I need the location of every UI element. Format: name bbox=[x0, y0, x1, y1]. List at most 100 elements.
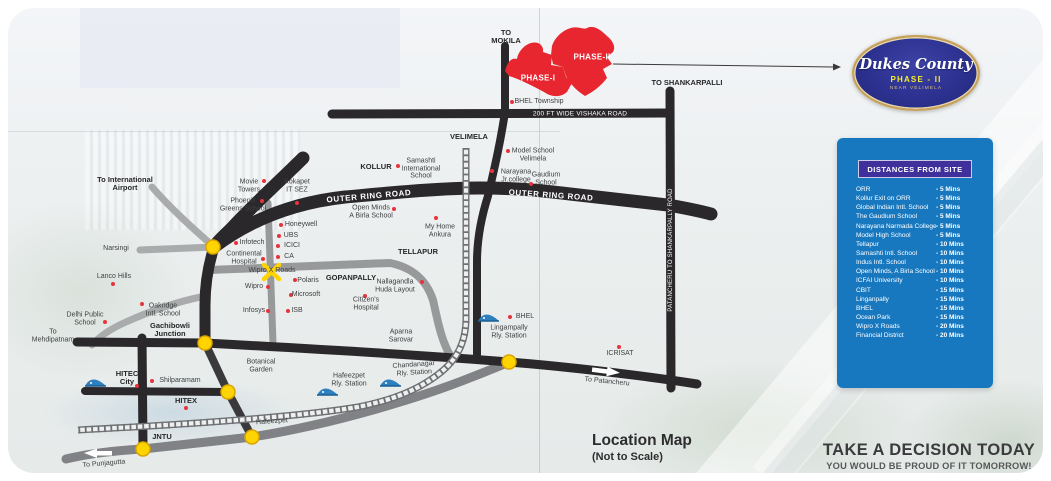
icrisat-label: ICRISAT bbox=[606, 350, 634, 358]
tellapur-label: TELLAPUR bbox=[398, 246, 438, 256]
distance-row: ICFAI University- 10 Mins bbox=[856, 276, 985, 285]
phase1-label: PHASE-I bbox=[520, 73, 556, 83]
junction-dot bbox=[205, 239, 221, 255]
distance-row: Wipro X Roads - 20 Mins bbox=[856, 322, 985, 331]
vishaka-road-label: 200 FT WIDE VISHAKA ROAD bbox=[532, 110, 628, 118]
landmark-dot bbox=[617, 345, 621, 349]
to-shankarpalli-label: TO SHANKARPALLI bbox=[651, 77, 723, 87]
landmark-dot bbox=[396, 164, 400, 168]
distance-row: Kollur Exit on ORR - 5 Mins bbox=[856, 194, 985, 203]
open-minds-label: Open Minds A Birla School bbox=[349, 204, 393, 219]
patancheru-direction-arrow bbox=[591, 366, 620, 377]
ca-label: CA bbox=[284, 253, 294, 261]
distance-row: The Gaudium School- 5 Mins bbox=[856, 212, 985, 221]
distance-time: - 15 Mins bbox=[936, 304, 964, 312]
delhi-public-school-label: Delhi Public School bbox=[66, 311, 104, 326]
narayana-jr-college-label: Narayana Jr.college bbox=[500, 168, 532, 183]
my-home-ankura-label: My Home Ankura bbox=[425, 223, 455, 238]
lingampally-station-label: Lingampally Rly. Station bbox=[490, 324, 528, 339]
velimela-label: VELIMELA bbox=[450, 131, 488, 141]
continental-hospital-label: Continental Hospital bbox=[226, 250, 262, 265]
distance-place: CBIT bbox=[856, 286, 871, 294]
citizens-hospital-label: Citizen's Hospital bbox=[352, 296, 380, 311]
distance-row: Open Minds, A Birla School- 10 Mins bbox=[856, 267, 985, 276]
distances-panel-header: DISTANCES FROM SITE bbox=[858, 160, 972, 178]
to-mokila-label: TO MOKILA bbox=[491, 27, 521, 45]
project-logo: Dukes County PHASE - II NEAR VELIMELA bbox=[852, 35, 980, 111]
junction-dot bbox=[197, 335, 213, 351]
distance-time: - 10 Mins bbox=[936, 259, 964, 267]
oakridge-label: Oakridge Intl. School bbox=[145, 302, 181, 317]
distance-place: Wipro X Roads bbox=[856, 323, 900, 331]
distance-time: - 10 Mins bbox=[936, 268, 964, 276]
landmark-dot bbox=[184, 406, 188, 410]
mokila-lingampally-road bbox=[473, 42, 509, 361]
landmark-dot bbox=[266, 309, 270, 313]
vishaka-road bbox=[327, 108, 675, 119]
landmark-dot bbox=[508, 315, 512, 319]
microsoft-label: Microsoft bbox=[291, 291, 321, 299]
nallagandla-label: Nallagandla Huda Layout bbox=[375, 278, 415, 293]
wipro-x-roads-marker bbox=[261, 262, 282, 282]
hitec-city-road bbox=[81, 387, 232, 396]
distance-time: - 15 Mins bbox=[936, 286, 964, 294]
bhel-label: BHEL bbox=[515, 313, 535, 321]
landmark-dot bbox=[150, 379, 154, 383]
bhel-township-label: BHEL Township bbox=[514, 98, 564, 106]
distance-time: - 5 Mins bbox=[936, 186, 961, 193]
icici-label: ICICI bbox=[284, 242, 300, 250]
aparna-sarovar-label: Aparna Sarovar bbox=[388, 328, 414, 343]
footer-slogan: TAKE A DECISION TODAY YOU WOULD BE PROUD… bbox=[818, 441, 1040, 471]
distance-place: BHEL bbox=[856, 304, 873, 312]
to-mehdipatnam-label: To Mehdipatnam bbox=[31, 328, 75, 343]
landmark-dot bbox=[490, 169, 494, 173]
landmark-dot bbox=[279, 223, 283, 227]
map-canvas bbox=[61, 26, 841, 464]
landmark-dot bbox=[260, 199, 264, 203]
distance-place: Narayana Narmada College bbox=[856, 222, 937, 230]
distance-row: Linganpally- 15 Mins bbox=[856, 295, 985, 304]
landmark-dot bbox=[529, 182, 533, 186]
phase2-plot bbox=[551, 26, 615, 96]
landmark-dot bbox=[392, 207, 396, 211]
distance-row: ORR- 5 Mins bbox=[856, 185, 985, 194]
distance-row: Model High School- 5 Mins bbox=[856, 231, 985, 240]
phoenix-greens-label: Phoenix Greens School bbox=[219, 197, 267, 212]
infotech-label: Infotech bbox=[239, 239, 265, 247]
railway-line bbox=[77, 148, 470, 434]
distance-row: Financial District- 20 Mins bbox=[856, 331, 985, 340]
distance-time: - 20 Mins bbox=[936, 323, 964, 331]
landmark-dot bbox=[277, 234, 281, 238]
logo-subtitle: NEAR VELIMELA bbox=[889, 85, 943, 91]
logo-phase: PHASE - II bbox=[890, 74, 942, 84]
landmark-dot bbox=[289, 293, 293, 297]
railway-station-icon bbox=[85, 379, 106, 387]
hafeezpet-station-label: Hafeezpet Rly. Station bbox=[331, 372, 367, 387]
distance-place: Kollur Exit on ORR bbox=[856, 195, 911, 203]
botanical-garden-label: Botanical Garden bbox=[246, 358, 276, 373]
isb-label: ISB bbox=[291, 307, 303, 315]
distance-time: - 5 Mins bbox=[936, 231, 961, 239]
logo-title: Dukes County bbox=[859, 55, 973, 73]
landmark-dot bbox=[262, 179, 266, 183]
distance-time: - 15 Mins bbox=[936, 313, 964, 321]
phase1-plot bbox=[505, 42, 572, 97]
distance-time: - 15 Mins bbox=[936, 295, 964, 303]
distance-time: - 5 Mins bbox=[936, 222, 961, 230]
to-international-airport-label: To International Airport bbox=[97, 174, 153, 192]
railway-station-icon bbox=[380, 379, 401, 387]
wipro-label: Wipro bbox=[244, 283, 264, 291]
wipro-x-roads-label: Wipro X Roads bbox=[248, 267, 296, 275]
landmark-dot bbox=[420, 280, 424, 284]
distance-place: Global Indian Intl. School bbox=[856, 204, 929, 212]
landmark-dot bbox=[434, 216, 438, 220]
landmark-dot bbox=[286, 309, 290, 313]
mehdipatnam-lingampally-road bbox=[72, 337, 702, 389]
airport-road bbox=[148, 183, 218, 251]
distance-place: ICFAI University bbox=[856, 277, 903, 285]
railway-station-icon bbox=[317, 388, 338, 396]
landmark-dot bbox=[234, 241, 238, 245]
distance-time: - 5 Mins bbox=[936, 195, 961, 203]
ubs-label: UBS bbox=[283, 232, 299, 240]
